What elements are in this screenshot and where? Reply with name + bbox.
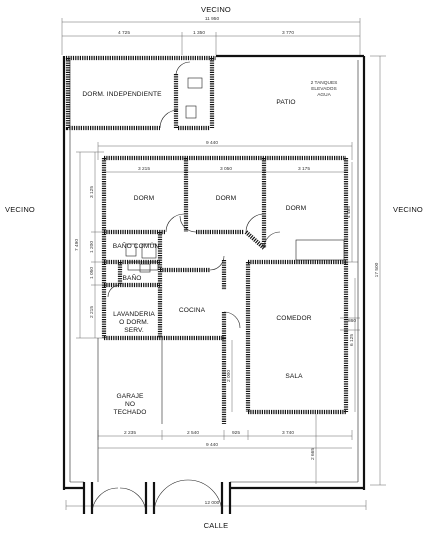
dim-top-segment-2: 1 350 — [193, 30, 205, 36]
room-label-garaje-3: TECHADO — [114, 409, 147, 416]
dim-left-segment-1: 3 125 — [89, 186, 95, 198]
tank-note-line-3: AGUA — [317, 92, 331, 98]
room-label-dorm-3: DORM — [286, 205, 307, 212]
dim-right-overall: 17 500 — [374, 262, 380, 277]
dim-sala-left: 2 000 — [226, 370, 232, 382]
room-label-sala: SALA — [285, 373, 303, 380]
tank-note-line-2: ELEVADOS — [311, 86, 337, 92]
dim-right-front: 2 665 — [310, 448, 316, 460]
dim-left-segment-3: 1 050 — [89, 267, 95, 279]
room-label-bano-comun: BAÑO COMÚN — [113, 241, 160, 250]
tank-note-line-1: 2 TANQUES — [311, 80, 338, 86]
room-label-garaje-1: GARAJE — [117, 393, 144, 400]
dim-right-dorm: 4 485 — [346, 206, 352, 218]
dim-bottom-segment-4: 3 740 — [282, 430, 294, 436]
lot-boundary — [62, 54, 366, 490]
room-label-dorm-independiente: DORM. INDEPENDIENTE — [82, 91, 162, 98]
neighbor-left-label: VECINO — [5, 205, 35, 214]
dim-top-segment-3: 3 770 — [282, 30, 294, 36]
dim-house-bottom: 9 440 — [206, 442, 218, 448]
room-label-cocina: COCINA — [179, 307, 206, 314]
room-label-bano: BAÑO — [122, 273, 141, 282]
dim-bottom-segment-2: 2 540 — [187, 430, 199, 436]
room-label-lavanderia-3: SERV. — [124, 327, 144, 334]
dim-right-living: 6 125 — [349, 334, 355, 346]
room-label-dorm-2: DORM — [216, 195, 237, 202]
dim-front-total: 12 000 — [205, 500, 220, 506]
garage-and-front — [82, 338, 232, 515]
room-label-comedor: COMEDOR — [276, 315, 311, 322]
dim-right-small: 860 — [348, 318, 356, 324]
dim-left-segment-4: 2 215 — [89, 306, 95, 318]
dimension-lines — [61, 18, 386, 510]
neighbor-right-label: VECINO — [393, 205, 423, 214]
main-house-walls — [101, 155, 349, 415]
dim-room-top-3: 3 175 — [298, 166, 310, 172]
room-label-lavanderia-2: O DORM. — [119, 319, 149, 326]
dim-house-top: 9 440 — [206, 140, 218, 146]
room-label-patio: PATIO — [276, 99, 295, 106]
street-label: CALLE — [204, 521, 229, 530]
dim-top-segment-1: 4 725 — [118, 30, 130, 36]
room-label-dorm-1: DORM — [134, 195, 155, 202]
room-label-garaje-2: NO — [125, 401, 135, 408]
dim-left-segment-2: 1 200 — [89, 241, 95, 253]
dim-room-top-1: 3 215 — [138, 166, 150, 172]
neighbor-top-label: VECINO — [201, 5, 231, 14]
dim-room-top-2: 3 050 — [220, 166, 232, 172]
dim-bottom-segment-3: 925 — [232, 430, 240, 436]
dim-bottom-segment-1: 2 235 — [124, 430, 136, 436]
room-label-lavanderia-1: LAVANDERIA — [113, 311, 155, 318]
dim-overall-top: 11 950 — [205, 16, 220, 22]
dorm-independiente-walls — [65, 55, 216, 131]
dim-left-total: 7 490 — [74, 239, 80, 251]
